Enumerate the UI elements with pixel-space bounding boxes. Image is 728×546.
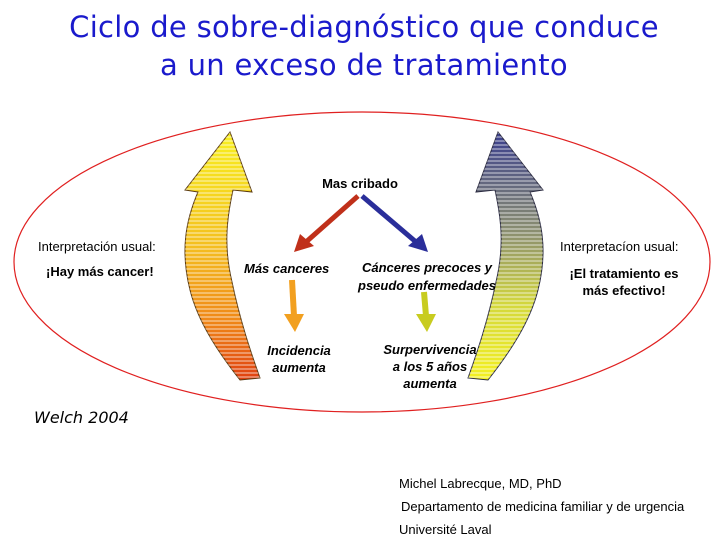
left-result-line-1: Incidencia xyxy=(267,343,331,358)
author-name: Michel Labrecque, MD, PhD xyxy=(399,476,562,491)
left-branch-label: Más canceres xyxy=(244,261,330,276)
right-result-line-3: aumenta xyxy=(403,376,457,391)
red-branch-arrow xyxy=(294,194,360,252)
left-interpretation-heading: Interpretación usual: xyxy=(38,239,156,254)
slide-title: Ciclo de sobre-diagnóstico que conduce a… xyxy=(0,8,728,84)
right-branch-label: Cánceres precoces y pseudo enfermedades xyxy=(344,259,510,295)
citation: Welch 2004 xyxy=(34,408,129,427)
right-interpretation-line-2: más efectivo! xyxy=(582,283,666,298)
author-block: Michel Labrecque, MD, PhD Departamento d… xyxy=(399,472,684,541)
right-result-line-1: Surpervivencia xyxy=(383,342,477,357)
right-curved-arrow xyxy=(467,130,544,381)
right-result: Surpervivencia a los 5 años aumenta xyxy=(368,341,492,392)
lime-down-arrow xyxy=(416,291,436,332)
title-line-2: a un exceso de tratamiento xyxy=(160,48,568,82)
top-label: Mas cribado xyxy=(322,176,398,191)
left-curved-arrow xyxy=(184,130,261,381)
blue-branch-arrow xyxy=(360,194,428,252)
cycle-ellipse xyxy=(13,111,711,413)
author-university: Université Laval xyxy=(399,522,492,537)
left-interpretation-text: ¡Hay más cancer! xyxy=(46,264,154,279)
left-result: Incidencia aumenta xyxy=(252,342,346,376)
right-result-line-2: a los 5 años xyxy=(392,359,468,374)
orange-down-arrow xyxy=(284,279,304,332)
left-result-line-2: aumenta xyxy=(272,360,326,375)
right-interpretation-heading: Interpretacíon usual: xyxy=(560,239,679,254)
title-line-1: Ciclo de sobre-diagnóstico que conduce xyxy=(69,10,659,44)
right-branch-label-line-2: pseudo enfermedades xyxy=(358,278,496,293)
right-branch-label-line-1: Cánceres precoces y xyxy=(361,260,493,275)
right-interpretation-text: ¡El tratamiento es más efectivo! xyxy=(560,265,688,299)
author-department: Departamento de medicina familiar y de u… xyxy=(401,499,685,514)
right-interpretation-line-1: ¡El tratamiento es xyxy=(569,266,679,281)
